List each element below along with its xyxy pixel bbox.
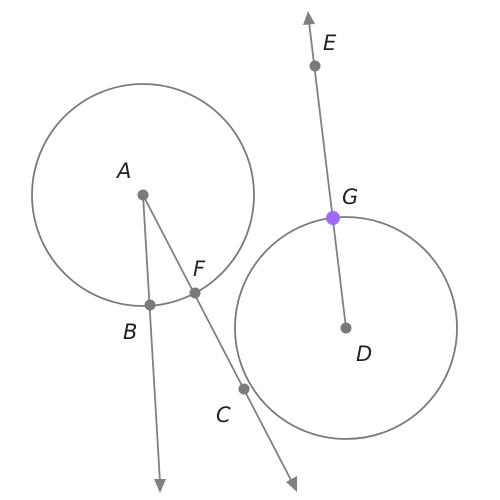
label-a: A — [115, 159, 131, 183]
point-c — [238, 383, 250, 395]
point-d — [340, 322, 352, 334]
point-a — [137, 189, 149, 201]
point-g-highlighted[interactable] — [326, 211, 340, 225]
label-f: F — [193, 257, 206, 281]
arrowhead-ray-afc — [286, 476, 297, 492]
point-f — [189, 287, 201, 299]
ray-ab — [142, 194, 161, 483]
point-b — [144, 299, 156, 311]
label-e: E — [323, 31, 337, 55]
label-c: C — [216, 403, 231, 427]
arrowhead-ray-ab — [154, 479, 166, 493]
ray-dge — [308, 21, 347, 329]
arrowhead-ray-dge — [303, 11, 315, 25]
label-d: D — [356, 342, 372, 366]
point-e — [309, 60, 321, 72]
label-g: G — [342, 185, 358, 209]
circle-centered-at-a — [31, 83, 255, 307]
ray-afc — [142, 194, 293, 483]
label-b: B — [123, 320, 137, 344]
circle-centered-at-d — [234, 216, 458, 440]
